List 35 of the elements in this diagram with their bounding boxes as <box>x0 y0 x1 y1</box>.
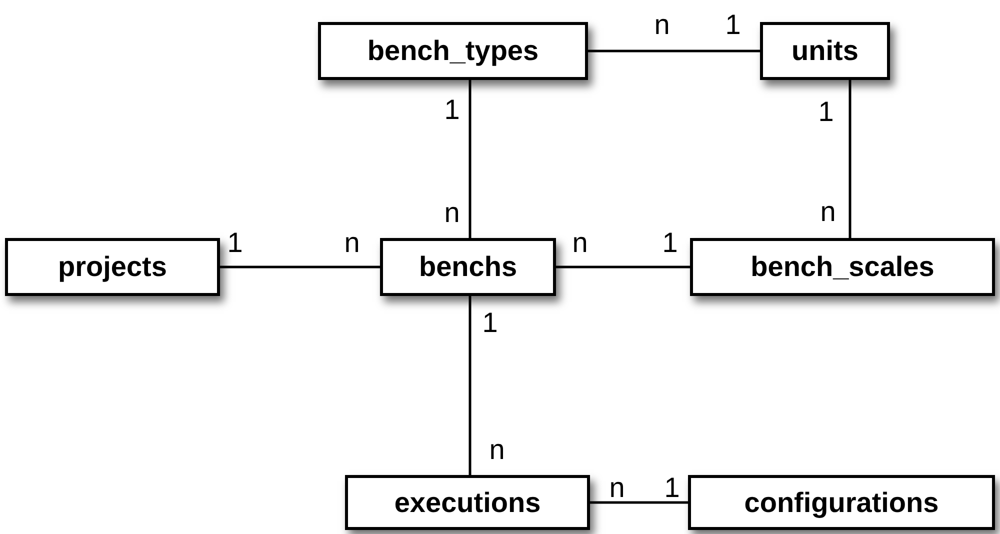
cardinality-label: n <box>489 436 505 464</box>
cardinality-label: 1 <box>818 98 834 126</box>
connector-line <box>468 296 472 475</box>
connector-line <box>848 80 852 238</box>
cardinality-label: n <box>572 229 588 257</box>
cardinality-label: 1 <box>664 474 680 502</box>
table-box <box>688 475 995 530</box>
connector-line <box>590 501 688 504</box>
cardinality-label: 1 <box>482 309 498 337</box>
cardinality-label: n <box>609 474 625 502</box>
table-name: configurations <box>744 486 939 518</box>
connector-line <box>588 50 760 52</box>
connector-line <box>468 80 472 238</box>
cardinality-label: 1 <box>227 229 243 257</box>
table-box <box>345 475 590 530</box>
table-name: benchs <box>418 251 518 283</box>
cardinality-label: n <box>820 198 836 226</box>
table-box <box>690 238 995 296</box>
cardinality-label: 1 <box>662 229 678 257</box>
cardinality-label: n <box>654 11 670 39</box>
connector-line <box>220 266 380 268</box>
table-box <box>318 22 588 80</box>
table-name: bench_types <box>367 35 539 67</box>
table-name: bench_scales <box>750 251 934 283</box>
cardinality-label: n <box>344 229 360 257</box>
table-box <box>5 238 220 296</box>
table-box <box>380 238 556 296</box>
table-name: executions <box>394 486 541 518</box>
table-name: projects <box>58 251 167 283</box>
table-name: units <box>792 35 858 67</box>
connector-line <box>556 266 690 268</box>
table-box <box>760 22 890 80</box>
cardinality-label: 1 <box>725 11 741 39</box>
cardinality-label: 1 <box>444 96 460 124</box>
cardinality-label: n <box>444 199 460 227</box>
